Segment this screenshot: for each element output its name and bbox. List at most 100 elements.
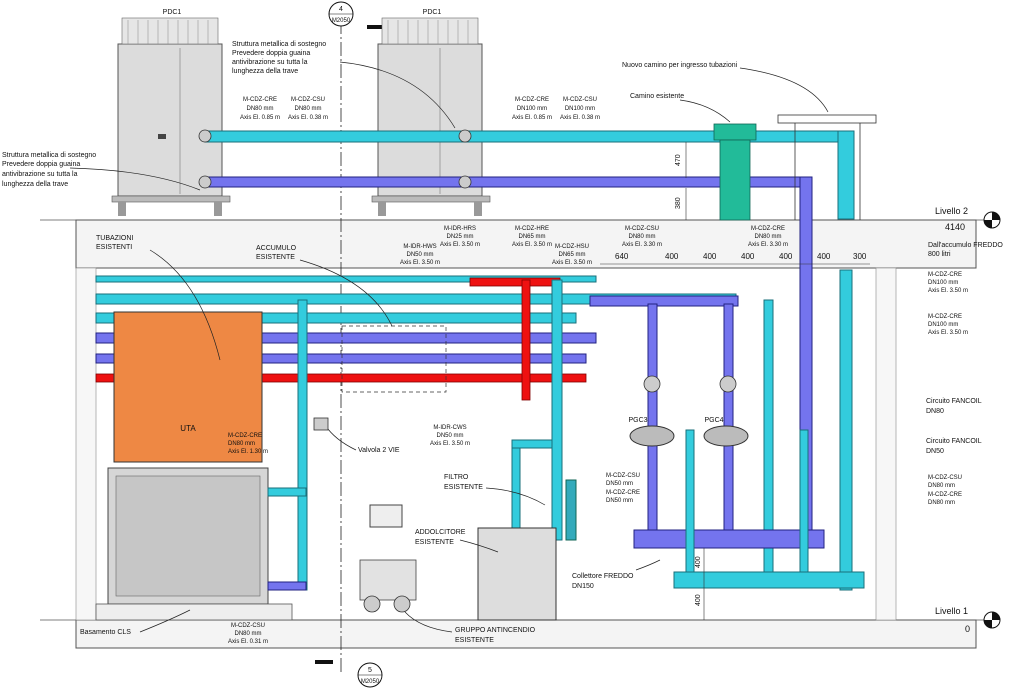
dim-470: 470 [675, 142, 687, 178]
note-basamento: Basamento CLS [80, 629, 131, 636]
label-cdz-cre-top: M-CDZ-CRE DN80 mm Axis El. 3.30 m [748, 226, 788, 248]
svg-text:DN100 mm: DN100 mm [517, 106, 547, 112]
note-gruppo: GRUPPO ANTINCENDIO ESISTENTE [404, 611, 536, 644]
svg-text:DN65 mm: DN65 mm [518, 234, 545, 240]
svg-text:M-CDZ-CSU: M-CDZ-CSU [291, 97, 325, 103]
svg-text:PGC4: PGC4 [704, 417, 723, 424]
svg-text:DN100 mm: DN100 mm [928, 322, 958, 328]
svg-text:DN50 mm: DN50 mm [606, 481, 633, 487]
svg-text:400: 400 [741, 252, 755, 261]
gruppo-antincendio [359, 504, 417, 613]
svg-text:4: 4 [339, 6, 343, 13]
note-struttura-top: Struttura metallica di sostegno Preveder… [232, 41, 456, 129]
svg-text:antivibrazione su tutta la: antivibrazione su tutta la [2, 171, 78, 178]
svg-text:DN80 mm: DN80 mm [928, 483, 955, 489]
svg-text:Axis El. 0.85 m: Axis El. 0.85 m [512, 115, 552, 121]
label-pdc1-csu: M-CDZ-CSU DN80 mm Axis El. 0.38 m [288, 97, 328, 121]
svg-text:Collettore FREDDO: Collettore FREDDO [572, 573, 634, 580]
svg-text:Axis El. 0.38 m: Axis El. 0.38 m [560, 115, 600, 121]
label-pgc3: PGC3 [628, 417, 647, 424]
label-cdz-csu-top: M-CDZ-CSU DN80 mm Axis El. 3.30 m [622, 226, 662, 248]
svg-text:ESISTENTI: ESISTENTI [96, 244, 132, 251]
note-collettore: Collettore FREDDO DN150 [572, 559, 661, 590]
svg-text:DN50 mm: DN50 mm [406, 252, 433, 258]
svg-text:Livello 1: Livello 1 [935, 606, 968, 616]
label-right-cre1: M-CDZ-CRE DN100 mm Axis El. 3.50 m [928, 272, 968, 294]
svg-text:DN50: DN50 [926, 448, 944, 455]
label-uta-cre: M-CDZ-CRE DN80 mm Axis El. 1.30 m [228, 433, 268, 455]
right-wall [875, 267, 897, 621]
note-filtro: FILTRO ESISTENTE [444, 474, 546, 506]
svg-text:TUBAZIONI: TUBAZIONI [96, 235, 133, 242]
svg-text:Axis El. 3.50 m: Axis El. 3.50 m [928, 288, 968, 294]
svg-text:400: 400 [703, 252, 717, 261]
svg-text:M2050: M2050 [361, 679, 380, 685]
pdc1-right-unit: PDC1 [371, 9, 491, 216]
svg-text:M-CDZ-HRE: M-CDZ-HRE [515, 226, 549, 232]
label-idr-hrs: M-IDR-HRS DN25 mm Axis El. 3.50 m [440, 226, 480, 248]
svg-text:Prevedere doppia guaina: Prevedere doppia guaina [2, 161, 80, 168]
label-pgc4: PGC4 [704, 417, 723, 424]
svg-text:380: 380 [675, 197, 682, 209]
note-circuito-80: Circuito FANCOIL DN80 [926, 398, 982, 415]
svg-text:lunghezza della trave: lunghezza della trave [232, 68, 298, 75]
svg-text:640: 640 [615, 252, 629, 261]
existing-chimney [713, 123, 757, 221]
svg-text:Axis El. 0.31 m: Axis El. 0.31 m [228, 639, 268, 645]
svg-text:M-IDR-HWS: M-IDR-HWS [403, 244, 436, 250]
svg-text:470: 470 [675, 154, 682, 166]
label-pdc2-cre: M-CDZ-CRE DN100 mm Axis El. 0.85 m [512, 97, 552, 121]
svg-text:400: 400 [779, 252, 793, 261]
ground-slab [75, 619, 977, 649]
svg-text:Axis El. 3.50 m: Axis El. 3.50 m [440, 242, 480, 248]
note-addolcitore: ADDOLCITORE ESISTENTE [415, 529, 499, 553]
svg-text:800 litri: 800 litri [928, 251, 951, 258]
svg-text:DN50 mm: DN50 mm [606, 498, 633, 504]
note-tubazioni: TUBAZIONI ESISTENTI [96, 235, 221, 361]
label-idr-cws: M-IDR-CWS DN50 mm Axis El. 3.50 m [430, 425, 470, 447]
svg-text:M-CDZ-CRE: M-CDZ-CRE [928, 314, 962, 320]
svg-text:Dall'accumulo FREDDO: Dall'accumulo FREDDO [928, 242, 1003, 249]
filter-riser [511, 279, 577, 541]
svg-text:DN65 mm: DN65 mm [558, 252, 585, 258]
label-bottom-csu: M-CDZ-CSU DN80 mm Axis El. 0.31 m [228, 623, 268, 645]
label-idr-hws: M-IDR-HWS DN50 mm Axis El. 3.50 m [400, 244, 440, 266]
svg-text:M-CDZ-CSU: M-CDZ-CSU [606, 473, 640, 479]
svg-text:Axis El. 3.50 m: Axis El. 3.50 m [400, 260, 440, 266]
svg-text:DN50 mm: DN50 mm [436, 433, 463, 439]
svg-text:M2050: M2050 [332, 18, 351, 24]
svg-text:DN25 mm: DN25 mm [446, 234, 473, 240]
svg-text:M-CDZ-CRE: M-CDZ-CRE [228, 433, 262, 439]
svg-text:DN80 mm: DN80 mm [246, 106, 273, 112]
svg-text:400: 400 [695, 594, 702, 606]
svg-text:400: 400 [817, 252, 831, 261]
svg-text:400: 400 [665, 252, 679, 261]
svg-text:Axis El. 3.50 m: Axis El. 3.50 m [512, 242, 552, 248]
grid-marker-bottom: 5 M2050 [357, 662, 383, 688]
svg-text:ESISTENTE: ESISTENTE [444, 484, 483, 491]
svg-text:Livello 2: Livello 2 [935, 206, 968, 216]
label-right-csu: M-CDZ-CSU DN80 mm [928, 475, 962, 489]
svg-text:M-CDZ-CRE: M-CDZ-CRE [928, 272, 962, 278]
bottom-dims: 400 400 [695, 548, 705, 620]
note-struttura-left: Struttura metallica di sostegno Preveder… [2, 152, 201, 191]
roof-slab [75, 219, 977, 269]
svg-text:M-CDZ-CSU: M-CDZ-CSU [928, 475, 962, 481]
svg-text:ADDOLCITORE: ADDOLCITORE [415, 529, 466, 536]
label-pgc3-csu: M-CDZ-CSU DN50 mm [606, 473, 640, 487]
note-accumulo: ACCUMULO ESISTENTE [256, 245, 393, 327]
svg-text:DN80 mm: DN80 mm [628, 234, 655, 240]
svg-text:UTA: UTA [180, 424, 196, 433]
svg-text:ACCUMULO: ACCUMULO [256, 245, 297, 252]
pdc1-left-unit: PDC1 [111, 9, 231, 216]
svg-text:Struttura metallica di sostegn: Struttura metallica di sostegno [232, 41, 326, 48]
uta-riser [297, 299, 308, 591]
svg-text:Circuito FANCOIL: Circuito FANCOIL [926, 398, 982, 405]
collector-cyan [673, 571, 865, 589]
svg-text:DN80: DN80 [926, 408, 944, 415]
svg-text:DN150: DN150 [572, 583, 594, 590]
svg-text:GRUPPO ANTINCENDIO: GRUPPO ANTINCENDIO [455, 627, 536, 634]
svg-text:0: 0 [965, 624, 970, 634]
svg-text:M-CDZ-CRE: M-CDZ-CRE [606, 490, 640, 496]
